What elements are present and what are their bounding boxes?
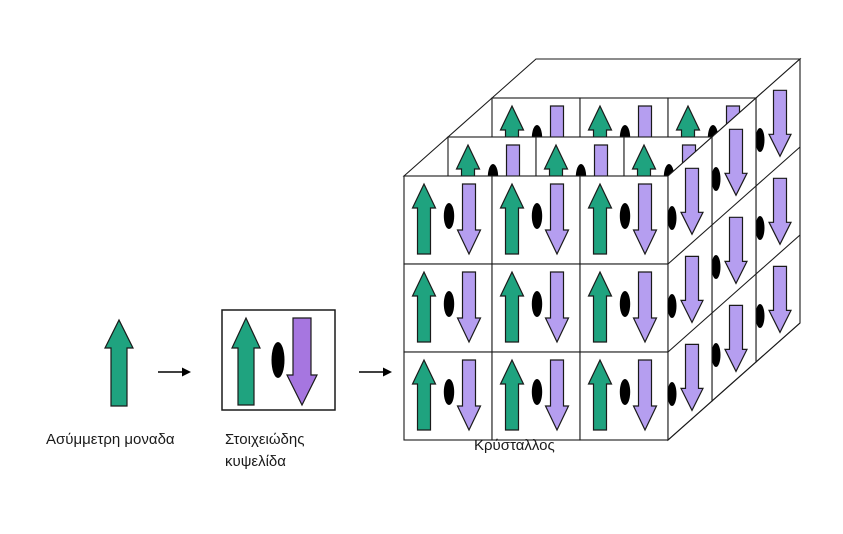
crystal-down-arrow-icon [632, 359, 658, 432]
crystal-right-face [711, 96, 757, 403]
crystal-cell [403, 351, 493, 441]
unit-cell [221, 309, 336, 411]
crystal-side-symmetry-icon [755, 216, 765, 240]
crystal-symmetry-axis-icon [619, 291, 631, 317]
asymmetric-unit-label: Ασύμμετρη μοναδα [46, 431, 175, 448]
crystal-side-symmetry-icon [667, 206, 677, 230]
unit-cell-down-arrow-icon [286, 317, 318, 407]
crystal-down-arrow-icon [544, 359, 570, 432]
asymmetric-unit-arrow-icon [104, 318, 134, 407]
crystal-right-grid-line [755, 146, 801, 187]
crystal-side-symmetry-icon [755, 128, 765, 152]
crystal-cell [491, 175, 581, 265]
crystal-side-down-arrow-icon [680, 255, 704, 324]
crystal-symmetry-axis-icon [531, 291, 543, 317]
crystal-side-symmetry-icon [711, 343, 721, 367]
crystal-side-down-arrow-icon [724, 128, 748, 197]
crystal-side-down-arrow-icon [724, 216, 748, 285]
crystal-right-grid-line [667, 312, 713, 353]
crystal-right-grid-line [667, 400, 713, 441]
crystal-up-arrow-icon [411, 182, 437, 255]
crystal-cell [579, 175, 669, 265]
crystal-side-symmetry-icon [667, 294, 677, 318]
crystal-down-arrow-icon [544, 183, 570, 256]
crystal-symmetry-axis-icon [531, 203, 543, 229]
unit-cell-symmetry-axis-icon [271, 342, 285, 378]
crystal-cell [403, 175, 493, 265]
crystal-symmetry-axis-icon [619, 379, 631, 405]
crystal-symmetry-axis-icon [443, 291, 455, 317]
crystal-side-down-arrow-icon [768, 177, 792, 246]
crystal-cell [579, 263, 669, 353]
crystal-right-grid-line [711, 273, 757, 314]
flow-arrow-2-icon [359, 367, 392, 377]
crystal-up-arrow-icon [411, 358, 437, 431]
crystal-down-arrow-icon [456, 183, 482, 256]
crystal-symmetry-axis-icon [619, 203, 631, 229]
right-arrow-head [383, 367, 392, 377]
crystal-right-face [755, 57, 801, 364]
crystal-up-arrow-icon [587, 270, 613, 343]
flow-arrow-1-icon [158, 367, 191, 377]
crystal-cell [491, 263, 581, 353]
crystal-side-symmetry-icon [711, 167, 721, 191]
crystal-up-arrow-icon [499, 182, 525, 255]
crystal-up-arrow-icon [411, 270, 437, 343]
crystal-down-arrow-icon [456, 271, 482, 344]
crystal-right-grid-line [755, 322, 801, 363]
crystal-up-arrow-icon [499, 270, 525, 343]
unit-cell-label-line1: Στοιχειώδης [225, 431, 305, 448]
crystal-cell [491, 351, 581, 441]
crystal-right-grid-line [755, 234, 801, 275]
crystal-side-symmetry-icon [711, 255, 721, 279]
unit-cell-label-line2: κυψελίδα [225, 453, 286, 470]
crystal-cell [403, 263, 493, 353]
crystal-symmetry-axis-icon [443, 203, 455, 229]
crystal-down-arrow-icon [544, 271, 570, 344]
crystal-down-arrow-icon [456, 359, 482, 432]
unit-cell-up-arrow-icon [231, 316, 261, 406]
right-arrow-head [182, 367, 191, 377]
crystal-label: Κρύσταλλος [474, 437, 555, 454]
crystal-right-grid-line [711, 185, 757, 226]
crystal-lattice [402, 57, 802, 442]
crystal-top-face [490, 58, 802, 99]
crystal-side-down-arrow-icon [768, 89, 792, 158]
crystal-up-arrow-icon [499, 358, 525, 431]
crystal-down-arrow-icon [632, 271, 658, 344]
crystal-symmetry-axis-icon [443, 379, 455, 405]
crystal-right-grid-line [711, 361, 757, 402]
crystal-down-arrow-icon [632, 183, 658, 256]
crystal-cell [579, 351, 669, 441]
crystal-side-down-arrow-icon [768, 265, 792, 334]
crystal-up-arrow-icon [587, 358, 613, 431]
crystal-side-symmetry-icon [667, 382, 677, 406]
crystal-right-grid-line [667, 224, 713, 265]
crystal-up-arrow-icon [587, 182, 613, 255]
crystal-side-symmetry-icon [755, 304, 765, 328]
crystal-side-down-arrow-icon [724, 304, 748, 373]
crystal-right-face [667, 135, 713, 442]
crystal-side-down-arrow-icon [680, 343, 704, 412]
crystal-side-down-arrow-icon [680, 167, 704, 236]
crystal-symmetry-axis-icon [531, 379, 543, 405]
crystal-layer-1 [402, 135, 714, 442]
